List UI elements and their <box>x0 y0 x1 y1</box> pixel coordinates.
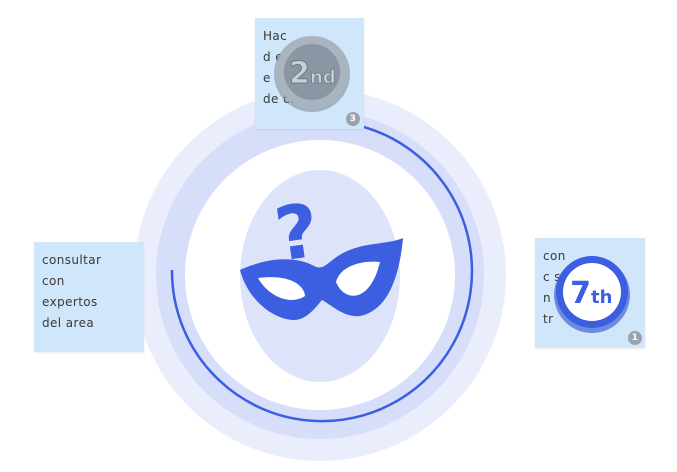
medal-7th-icon: 7 th <box>554 256 630 333</box>
vote-count-badge: 1 <box>628 331 642 345</box>
medal-rank: 2 <box>289 56 310 91</box>
medal-suffix: nd <box>310 67 336 88</box>
sticky-note-left[interactable]: consultar con expertos del area <box>34 242 144 352</box>
sticky-note-text: consultar con expertos del area <box>42 253 102 330</box>
medal-2nd-icon: 2 nd <box>274 36 350 112</box>
medal-rank: 7 <box>570 276 591 311</box>
vote-count-badge: 3 <box>346 112 360 126</box>
anonymous-mask-icon <box>240 238 403 321</box>
sticky-note-text: con c s n tr <box>543 249 566 326</box>
medal-suffix: th <box>591 287 612 308</box>
progress-arc <box>170 123 474 423</box>
